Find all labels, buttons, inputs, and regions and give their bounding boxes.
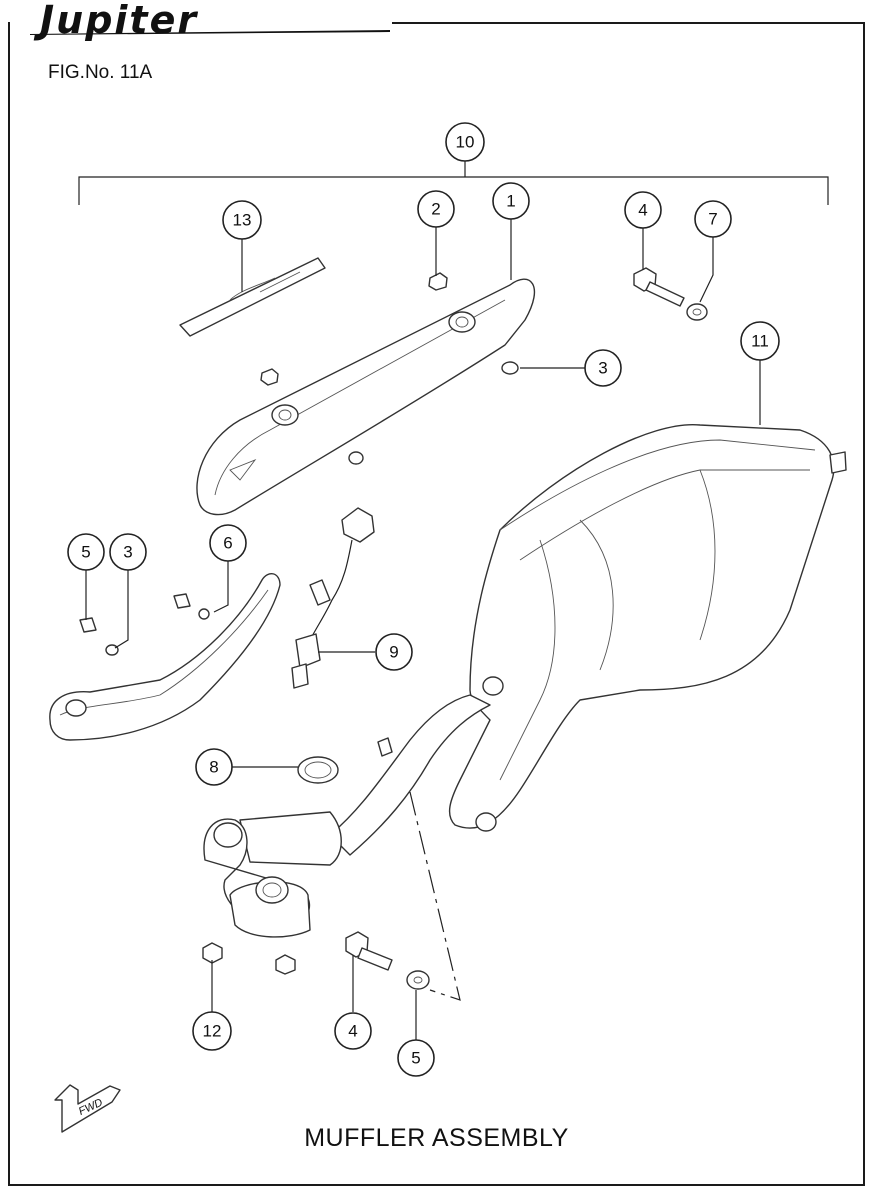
callout-4-upper: 4	[624, 191, 662, 229]
callout-5-guard: 5	[67, 533, 105, 571]
oxygen-sensor	[291, 507, 375, 689]
svg-text:5: 5	[411, 1049, 420, 1068]
leader-lines	[85, 219, 761, 1040]
callout-12: 12	[192, 1011, 232, 1051]
brand-logo-area: Jupiter	[10, 0, 392, 40]
drawing-frame	[8, 22, 865, 1186]
bolt-lower	[345, 931, 393, 971]
svg-text:3: 3	[598, 359, 607, 378]
emblem	[179, 257, 326, 337]
guard-washer-2	[198, 608, 210, 620]
bolt-upper	[633, 267, 685, 307]
washer-lower	[406, 970, 430, 990]
svg-text:12: 12	[203, 1022, 222, 1041]
washer-upper-bolt	[686, 303, 708, 321]
callout-10: 10	[445, 122, 485, 162]
guard-bolt	[79, 593, 191, 633]
guard-washer	[105, 644, 119, 656]
svg-text:3: 3	[123, 543, 132, 562]
callout-3-upper: 3	[584, 349, 622, 387]
muffler-body	[448, 423, 847, 832]
callout-13: 13	[222, 200, 262, 240]
svg-text:8: 8	[209, 758, 218, 777]
svg-text:13: 13	[233, 211, 252, 230]
callout-7: 7	[694, 200, 732, 238]
exhaust-pipe	[203, 694, 491, 938]
callout-4-lower: 4	[334, 1012, 372, 1050]
svg-text:5: 5	[81, 543, 90, 562]
svg-text:9: 9	[389, 643, 398, 662]
protector-nut	[428, 272, 448, 291]
callout-2: 2	[417, 190, 455, 228]
svg-text:6: 6	[223, 534, 232, 553]
callout-5-lower: 5	[397, 1039, 435, 1077]
assembly-dashed-line	[409, 791, 461, 1001]
callout-11: 11	[740, 321, 780, 361]
muffler-protector	[196, 278, 536, 516]
brand-swoosh	[30, 30, 390, 35]
protector-washer-bottom	[348, 451, 364, 465]
gasket	[297, 756, 339, 784]
svg-text:2: 2	[431, 200, 440, 219]
figure-number: FIG.No. 11A	[48, 62, 153, 83]
svg-text:4: 4	[638, 201, 647, 220]
exhaust-pipe-cover	[49, 573, 281, 741]
protector-washer-right	[501, 361, 519, 375]
protector-nut-lower	[260, 368, 279, 386]
callout-9: 9	[375, 633, 413, 671]
callout-1: 1	[492, 182, 530, 220]
assembly-title: MUFFLER ASSEMBLY	[304, 1124, 569, 1152]
callout-3-guard: 3	[109, 533, 147, 571]
callout-8: 8	[195, 748, 233, 786]
svg-text:10: 10	[456, 133, 475, 152]
exhaust-nut-left	[202, 942, 223, 964]
assembly-bracket-line	[78, 160, 829, 205]
svg-text:7: 7	[708, 210, 717, 229]
exhaust-nut-right	[275, 954, 296, 975]
svg-text:4: 4	[348, 1022, 357, 1041]
svg-text:1: 1	[506, 192, 515, 211]
callout-6: 6	[209, 524, 247, 562]
svg-text:11: 11	[751, 332, 769, 351]
